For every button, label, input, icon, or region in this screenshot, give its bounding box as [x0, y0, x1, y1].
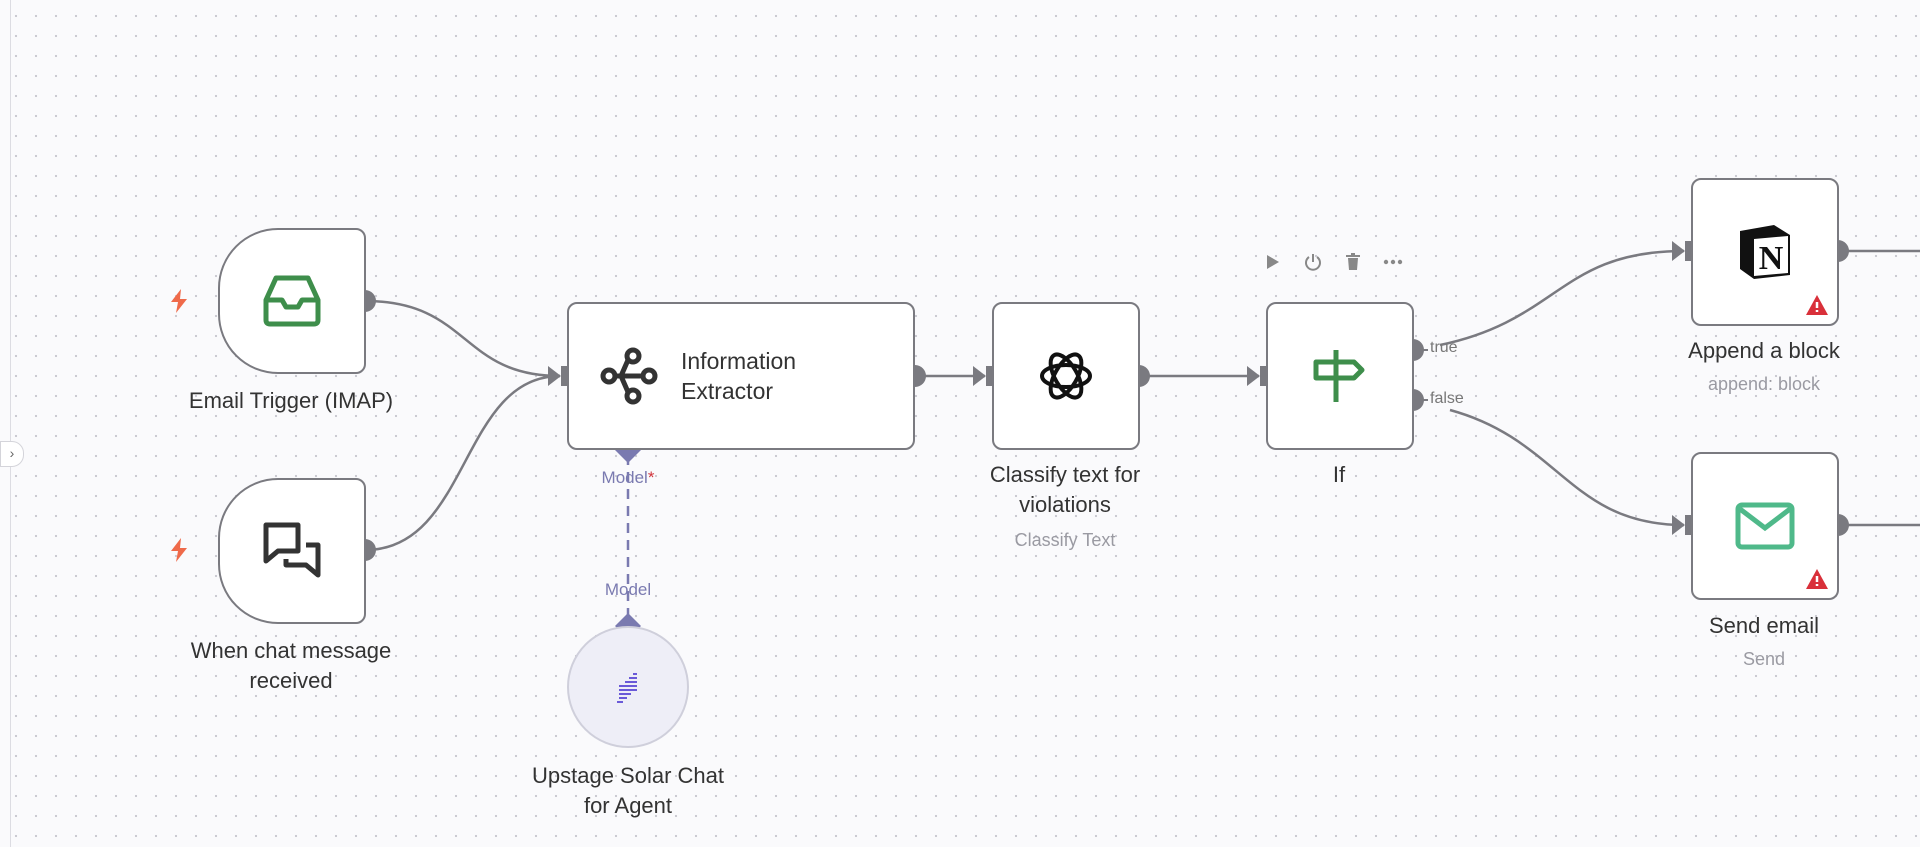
warning-icon[interactable] [1805, 294, 1829, 316]
upstage-solar-node[interactable] [567, 626, 689, 748]
upstage-solar-label: Upstage Solar Chat for Agent [532, 761, 724, 821]
svg-text:N: N [1759, 240, 1784, 277]
mail-icon [1735, 502, 1795, 550]
input-port [1260, 366, 1268, 386]
warning-icon[interactable] [1805, 568, 1829, 590]
left-sidebar-edge [0, 0, 11, 847]
model-port-label: Model* [602, 468, 655, 488]
flow-icon [600, 347, 658, 405]
more-icon[interactable] [1381, 250, 1405, 274]
chat-icon [263, 522, 321, 578]
classify-label: Classify text for violations [990, 460, 1140, 520]
classify-subtitle: Classify Text [1014, 530, 1116, 550]
send-email-subtitle: Send [1742, 649, 1786, 669]
label-line: received [249, 668, 333, 693]
label-line: violations [1019, 492, 1111, 517]
label-line: for Agent [583, 793, 673, 818]
append-subtitle: append: block [1707, 374, 1821, 394]
label-line: Upstage Solar Chat [532, 763, 724, 788]
input-port [1685, 241, 1693, 261]
label-line: Classify text for [989, 462, 1141, 487]
inbox-icon [263, 275, 321, 327]
if-node[interactable] [1266, 302, 1414, 450]
append-label: Append a block [1688, 338, 1840, 363]
edge-email-to-extractor [364, 299, 561, 378]
input-port [986, 366, 994, 386]
edge-false-to-send [1449, 408, 1685, 527]
trigger-bolt-icon [171, 289, 187, 313]
openai-icon [1040, 352, 1092, 400]
play-icon[interactable] [1261, 250, 1285, 274]
if-label: If [1332, 462, 1346, 487]
edge-true-to-append [1439, 249, 1685, 347]
input-port [561, 366, 569, 386]
notion-icon: N [1740, 225, 1790, 279]
trigger-bolt-icon [171, 538, 187, 562]
title-line: Extractor [681, 378, 774, 404]
power-icon[interactable] [1301, 250, 1325, 274]
append-block-node[interactable]: N [1691, 178, 1839, 326]
edge-chat-to-extractor [364, 374, 561, 552]
label-line: When chat message [190, 638, 392, 663]
required-mark: * [647, 468, 655, 487]
model-text: Model [601, 468, 648, 487]
false-branch-label: false [1430, 390, 1464, 407]
true-branch-label: true [1430, 339, 1458, 356]
chat-trigger-node[interactable] [218, 478, 366, 624]
solar-icon [617, 673, 637, 703]
email-trigger-node[interactable] [218, 228, 366, 374]
email-trigger-label: Email Trigger (IMAP) [188, 388, 394, 413]
classify-text-node[interactable] [992, 302, 1140, 450]
send-email-node[interactable] [1691, 452, 1839, 600]
input-port [1685, 515, 1693, 535]
title-line: Information [681, 348, 797, 374]
send-email-label: Send email [1708, 613, 1820, 638]
chat-trigger-label: When chat message received [191, 636, 392, 696]
solar-port-label: Model [604, 580, 652, 599]
trash-icon[interactable] [1341, 250, 1365, 274]
signpost-icon [1313, 350, 1365, 402]
sidebar-toggle-button[interactable]: › [0, 441, 24, 467]
